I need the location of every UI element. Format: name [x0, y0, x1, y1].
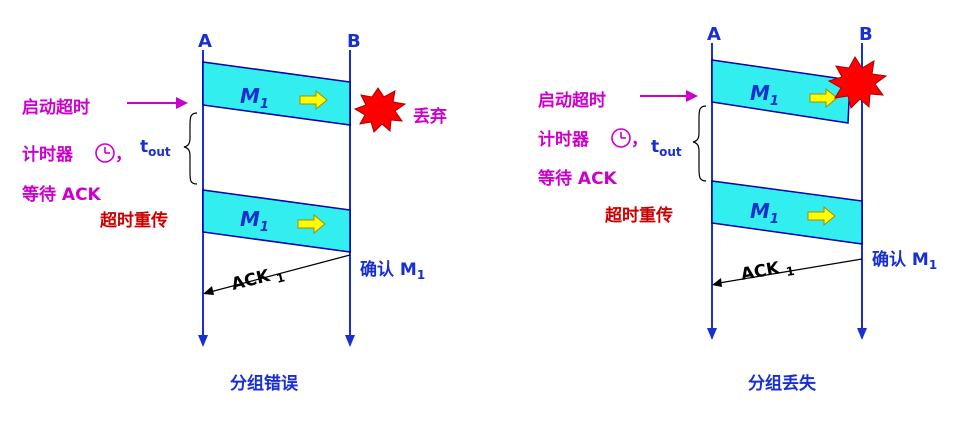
left-tout-label: tout	[140, 137, 171, 159]
left-ack-arrowhead	[203, 286, 214, 295]
left-frame-2-direction-arrow	[297, 213, 326, 235]
right-timeout-brace	[692, 105, 707, 182]
left-frame-1-direction-arrow	[299, 89, 328, 111]
left-timeline-b-arrowhead	[345, 335, 355, 347]
right-frame-1-direction-arrow	[809, 87, 838, 109]
left-frame-2	[202, 189, 351, 253]
right-node-b-label: B	[859, 24, 873, 45]
right-caption: 分组丢失	[748, 373, 817, 394]
right-frame-2-direction-arrow	[807, 205, 836, 227]
right-explosion-icon	[827, 56, 888, 109]
left-ack-arrow	[209, 254, 351, 293]
right-timer-comma: ，	[631, 130, 648, 150]
right-frame-2-label: M1	[750, 199, 779, 227]
left-confirm-label: 确认 M1	[360, 259, 425, 282]
right-panel: A B M1 启动超时 计时器 ， 等待 ACK tout 超时重传 M1 确认…	[538, 24, 937, 394]
left-timeline-a-arrowhead	[198, 335, 208, 347]
left-retransmit-label: 超时重传	[100, 210, 168, 231]
right-timer-label: 计时器	[538, 129, 590, 150]
right-frame-1-label: M1	[750, 81, 779, 109]
left-frame-1	[202, 61, 351, 126]
right-clock-icon	[611, 128, 631, 148]
right-frame-1	[711, 59, 851, 124]
left-start-timer-label: 启动超时	[22, 97, 90, 118]
left-drop-label: 丢弃	[413, 106, 447, 127]
left-caption: 分组错误	[230, 373, 299, 394]
left-node-a-label: A	[198, 31, 212, 52]
left-timer-label: 计时器	[22, 144, 74, 165]
right-frame-2	[711, 180, 863, 245]
right-start-timer-arrowhead	[686, 90, 698, 102]
right-retransmit-label: 超时重传	[605, 205, 673, 226]
right-wait-ack-label: 等待 ACK	[538, 168, 618, 189]
left-frame-1-label: M1	[240, 84, 269, 112]
left-explosion-icon	[353, 87, 407, 133]
left-timeout-brace	[183, 112, 198, 185]
right-ack-arrowhead	[712, 278, 722, 287]
left-timer-comma: ，	[115, 145, 132, 165]
right-ack-arrow	[718, 258, 863, 284]
right-start-timer-label: 启动超时	[538, 90, 606, 111]
right-tout-label: tout	[651, 137, 682, 159]
left-node-b-label: B	[347, 31, 361, 52]
right-confirm-label: 确认 M1	[872, 249, 937, 272]
left-wait-ack-label: 等待 ACK	[22, 184, 102, 205]
right-timeline-b-arrowhead	[857, 328, 867, 340]
left-panel: A B M1 丢弃 启动超时 计时器 ， 等待 ACK tout 超时重传 M1	[22, 31, 447, 394]
left-start-timer-arrowhead	[176, 97, 188, 109]
right-node-a-label: A	[707, 24, 721, 45]
left-frame-2-label: M1	[240, 207, 269, 235]
right-timeline-a-arrowhead	[707, 328, 717, 340]
left-clock-icon	[95, 143, 115, 163]
